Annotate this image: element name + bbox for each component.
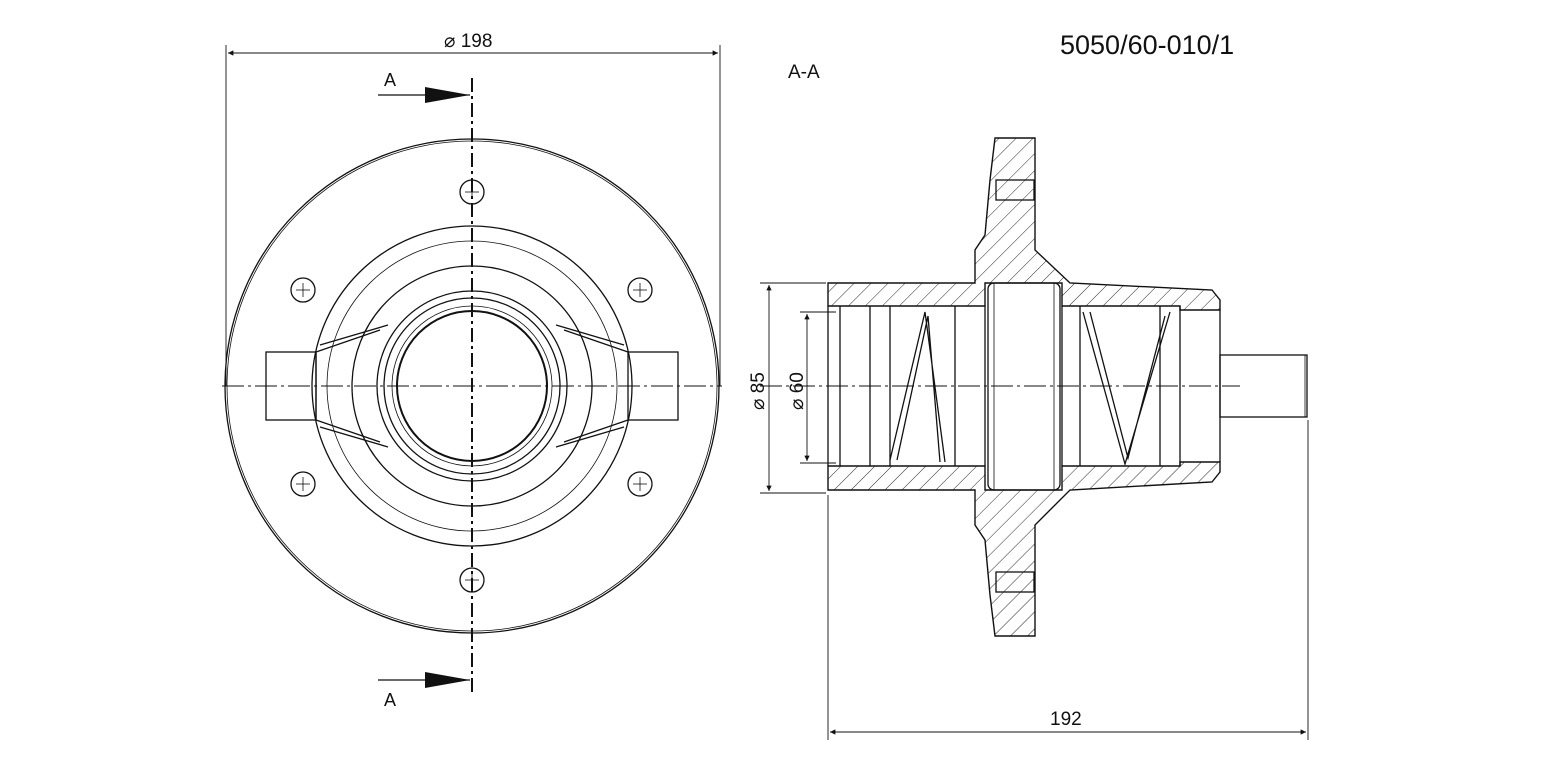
drawing-number: 5050/60-010/1 <box>1060 30 1234 60</box>
front-view: A A ⌀ 198 <box>222 31 722 710</box>
svg-text:⌀ 60: ⌀ 60 <box>787 372 808 410</box>
left-spring <box>889 311 946 463</box>
section-marker-bottom: A <box>384 690 396 710</box>
bolt-hole-top-left <box>290 277 316 303</box>
section-arrow-bottom: A <box>378 672 470 710</box>
bolt-hole-bottom-left <box>290 471 316 497</box>
section-arrow-top: A <box>378 70 470 103</box>
length-value: 192 <box>1050 709 1082 730</box>
lower-wall-section <box>827 461 1221 637</box>
dimension-bore-inner: ⌀ 60 <box>787 311 836 464</box>
bolt-hole-bottom-right <box>627 471 653 497</box>
svg-text:⌀ 198: ⌀ 198 <box>444 31 492 52</box>
svg-text:⌀ 85: ⌀ 85 <box>748 372 769 410</box>
upper-wall-section <box>827 137 1221 311</box>
section-label: A-A <box>788 62 820 83</box>
bore-inner-value: 60 <box>787 372 808 393</box>
section-view: 5050/60-010/1 A-A <box>748 30 1309 740</box>
dimension-bore-outer: ⌀ 85 <box>748 282 826 494</box>
dimension-length: 192 <box>827 420 1309 740</box>
section-marker-top: A <box>384 70 396 90</box>
right-spring <box>1082 311 1171 467</box>
diameter-symbol: ⌀ <box>444 31 455 52</box>
dimension-outer-diameter: ⌀ 198 <box>225 31 721 386</box>
shaft-stub <box>1219 354 1308 418</box>
bore-outer-value: 85 <box>748 372 769 393</box>
bolt-hole-top-right <box>627 277 653 303</box>
outer-diameter-value: 198 <box>461 31 493 52</box>
